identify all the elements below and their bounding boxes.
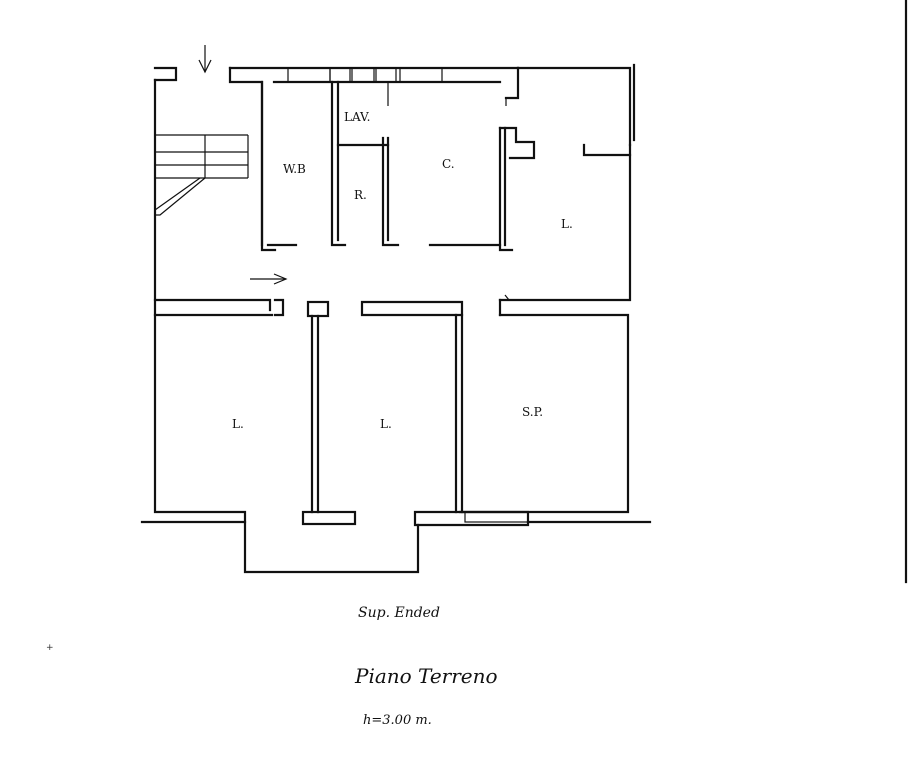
note-surface: Sup. Ended <box>358 605 440 621</box>
room-label-l-bottom-left: L. <box>232 417 244 431</box>
note-height: h=3.00 m. <box>363 713 432 728</box>
entry-arrow-top <box>198 45 212 74</box>
room-label-l-top-right: L. <box>561 217 573 231</box>
entry-arrow-hallway <box>250 273 288 285</box>
room-label-l-bottom-mid: L. <box>380 417 392 431</box>
stray-mark: + <box>46 643 54 653</box>
room-label-wb: W.B <box>283 162 306 176</box>
room-label-r: R. <box>354 188 367 202</box>
room-label-sp: S.P. <box>522 405 543 419</box>
room-label-c: C. <box>442 157 455 171</box>
outer-walls <box>140 63 652 574</box>
note-floor-name: Piano Terreno <box>354 664 498 688</box>
interior-walls <box>260 80 630 526</box>
room-label-lav: LAV. <box>344 110 370 124</box>
